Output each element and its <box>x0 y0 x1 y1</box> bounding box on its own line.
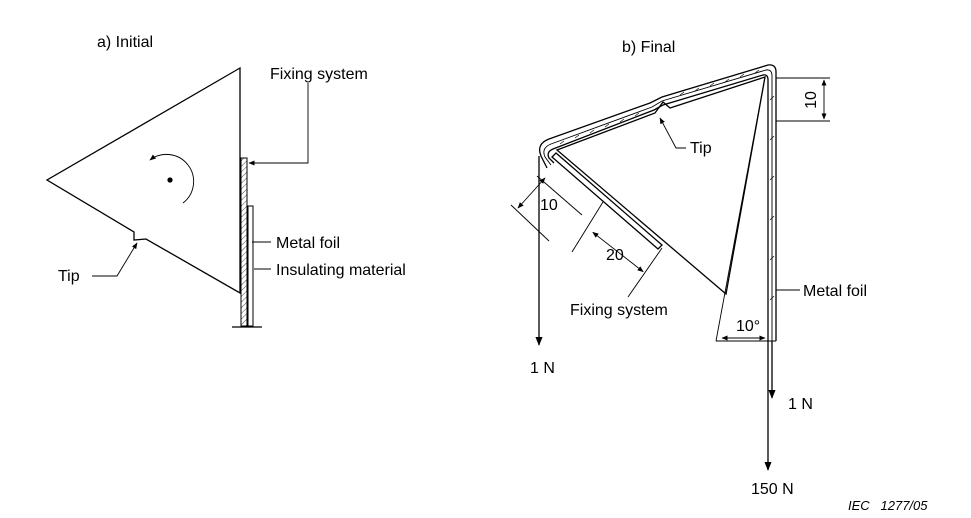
label-fixing-system-final: Fixing system <box>570 302 668 319</box>
foil-outer <box>538 64 777 341</box>
dimension-label-angle: 10° <box>736 318 760 335</box>
label-metal-foil-final: Metal foil <box>803 283 867 300</box>
insulating-material-initial <box>247 205 254 327</box>
leader-tip-final <box>659 117 686 149</box>
label-tip-final: Tip <box>690 140 712 157</box>
triangle-initial <box>45 66 241 295</box>
panel-initial: a) Initial Fixing system Metal foil Insu… <box>45 34 406 328</box>
ext-line-left-a <box>510 204 550 242</box>
foil-hatch <box>559 69 775 301</box>
initial-title: a) Initial <box>97 34 153 51</box>
leader-fixing-initial <box>248 83 309 166</box>
force-label-right-small: 1 N <box>788 396 813 413</box>
label-fixing-system-initial: Fixing system <box>270 66 368 83</box>
rotation-arrow-icon <box>149 153 195 204</box>
dimension-label-10-left: 10 <box>540 197 558 214</box>
angle-reference-line <box>715 76 766 342</box>
dimension-10-left <box>517 177 546 209</box>
force-label-right-large: 150 N <box>751 481 794 498</box>
force-label-left: 1 N <box>530 360 555 377</box>
triangle-final <box>555 76 766 296</box>
ext-line-20-b <box>627 247 663 298</box>
label-insulating-initial: Insulating material <box>276 262 406 279</box>
dimension-label-20: 20 <box>606 247 624 264</box>
label-tip-initial: Tip <box>58 268 80 285</box>
panel-final: b) Final <box>510 39 867 498</box>
final-title: b) Final <box>622 39 675 56</box>
label-metal-foil-initial: Metal foil <box>276 235 340 252</box>
iec-credit: IEC 1277/05 <box>848 498 928 513</box>
dimension-20 <box>592 231 644 273</box>
foil-middle <box>543 69 773 341</box>
dimension-label-10-top: 10 <box>803 91 820 109</box>
pivot-point <box>167 177 173 183</box>
leader-tip-initial <box>92 242 138 277</box>
fixing-system-initial <box>240 157 248 327</box>
fixing-system-final <box>551 152 663 250</box>
ext-line-20-a <box>571 201 604 253</box>
